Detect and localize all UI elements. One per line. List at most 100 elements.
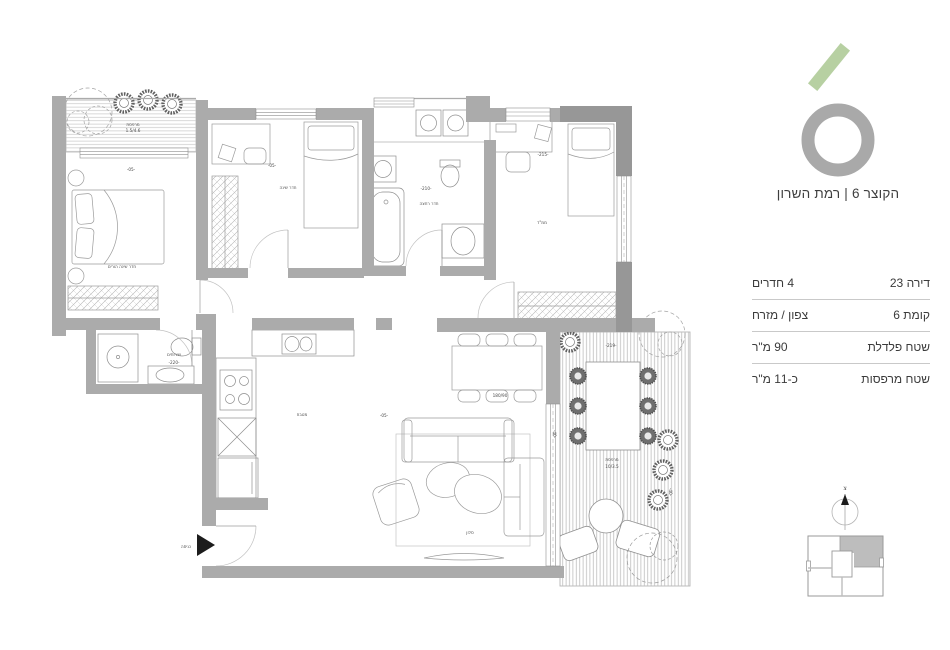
key-plan: צ	[806, 485, 884, 597]
toilet	[170, 337, 194, 357]
logo-mark	[801, 43, 875, 177]
vanity	[441, 223, 485, 259]
svg-text:-220-: -220-	[168, 360, 180, 365]
info-row-label: שטח פלדלת	[867, 340, 930, 354]
pillow	[571, 127, 611, 151]
svg-text:כניסה: כניסה	[181, 544, 191, 549]
svg-text:-05-: -05-	[268, 163, 277, 168]
planter-icon	[161, 93, 183, 115]
svg-text:-40-: -40-	[552, 430, 557, 439]
chair	[505, 151, 531, 173]
info-row-value: 4 חדרים	[752, 276, 794, 290]
balcony-main	[557, 310, 691, 587]
sink	[450, 226, 476, 256]
toilet-tank	[439, 159, 461, 168]
svg-text:סלון: סלון	[466, 530, 474, 535]
living-room	[372, 417, 545, 561]
walls	[52, 96, 655, 578]
svg-text:-210-: -210-	[420, 186, 432, 191]
safe-room	[477, 119, 617, 321]
info-row-label: קומת 6	[893, 308, 930, 322]
svg-text:חדר רחצה: חדר רחצה	[419, 201, 438, 206]
entry	[197, 525, 257, 567]
sink	[155, 367, 185, 383]
rug	[395, 433, 531, 547]
building-outline	[806, 535, 884, 597]
kitchen-sink	[281, 333, 317, 355]
unit-highlight	[840, 536, 883, 567]
shower	[97, 333, 139, 383]
nightstand	[67, 169, 85, 187]
north-arrow-icon: צ	[831, 485, 859, 530]
info-row-value: 90 מ"ר	[752, 340, 788, 354]
planter-icon	[113, 92, 135, 114]
nightstand	[67, 267, 85, 285]
dryer	[442, 109, 469, 137]
toilet-tank	[191, 337, 202, 356]
chair	[243, 147, 267, 165]
info-row: דירה 23 4 חדרים	[752, 268, 930, 300]
vanity	[147, 365, 195, 385]
outdoor-table	[585, 361, 641, 451]
tv-console	[423, 553, 505, 561]
round-table	[588, 498, 624, 534]
lounge-chair	[615, 519, 661, 558]
mamad-walls	[560, 106, 632, 332]
guest-bathroom	[97, 329, 202, 385]
bathroom	[367, 109, 485, 267]
dining-area	[451, 333, 543, 403]
svg-text:-219-: -219-	[605, 343, 617, 348]
stove	[219, 369, 253, 411]
svg-text:מטבח: מטבח	[297, 412, 308, 417]
svg-text:1.5/4.6: 1.5/4.6	[126, 128, 141, 133]
bedroom-2	[211, 121, 359, 275]
tree-icon	[638, 310, 686, 358]
info-row-value: כ-11 מ"ר	[752, 372, 798, 386]
project-address: הקוצר 6 | רמת השרון	[776, 186, 900, 201]
pillow	[307, 125, 355, 151]
svg-text:-05-: -05-	[380, 413, 389, 418]
balcony-top	[63, 87, 197, 153]
single-bed	[303, 121, 359, 229]
plant-icon	[626, 531, 679, 584]
info-row: שטח פלדלת 90 מ"ר	[752, 332, 930, 364]
planter-icon	[137, 89, 159, 111]
double-bed	[71, 189, 165, 265]
svg-text:-40-: -40-	[668, 488, 673, 497]
washer	[415, 109, 442, 137]
toilet	[440, 164, 460, 188]
master-bedroom	[67, 169, 234, 314]
info-row: קומת 6 צפון / מזרח	[752, 300, 930, 332]
svg-text:חדר שינה הורים: חדר שינה הורים	[108, 264, 137, 269]
apartment-info-table: דירה 23 4 חדרים קומת 6 צפון / מזרח שטח פ…	[752, 268, 930, 395]
dining-table	[451, 345, 543, 391]
counter	[215, 357, 257, 499]
coffee-table	[454, 473, 502, 515]
armchair	[372, 478, 420, 526]
kitchen	[215, 329, 355, 499]
svg-text:מרפסת: מרפסת	[605, 457, 618, 462]
info-row: שטח מרפסות כ-11 מ"ר	[752, 364, 930, 395]
desk	[489, 119, 553, 153]
info-row-label: דירה 23	[889, 276, 930, 290]
logo-accent-bar	[807, 43, 851, 91]
desk	[211, 123, 271, 165]
logo-ring	[801, 103, 875, 177]
logo	[780, 36, 900, 181]
north-label: צ	[843, 485, 847, 492]
svg-text:מרפסת: מרפסת	[126, 122, 139, 127]
info-row-value: צפון / מזרח	[752, 308, 809, 322]
entry-arrow-icon	[197, 534, 215, 556]
info-row-label: שטח מרפסות	[861, 372, 930, 386]
svg-text:180/90: 180/90	[493, 393, 508, 398]
single-bed	[567, 123, 615, 217]
cabinet	[217, 417, 257, 457]
building-core	[831, 550, 853, 578]
windows	[79, 97, 632, 567]
svg-text:ממ"ד: ממ"ד	[537, 220, 547, 225]
svg-text:-215-: -215-	[537, 152, 549, 157]
svg-text:-05-: -05-	[127, 167, 136, 172]
svg-text:חדר שינה: חדר שינה	[279, 185, 296, 190]
